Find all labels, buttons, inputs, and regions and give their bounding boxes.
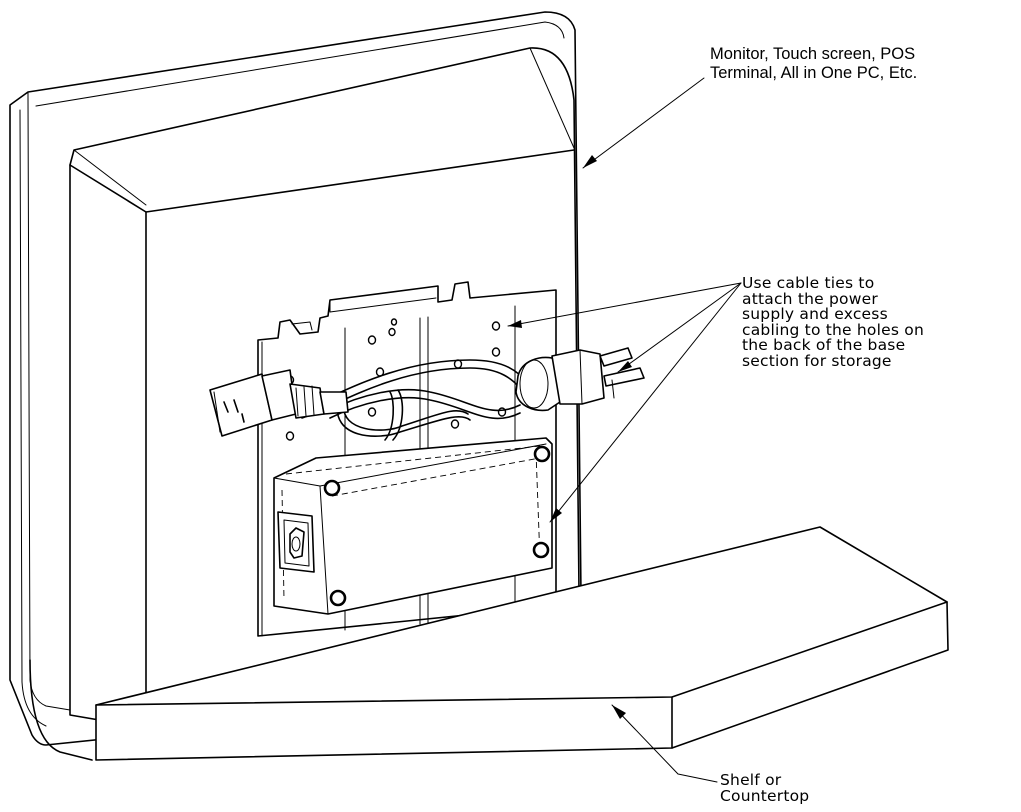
shelf-countertop	[95, 526, 949, 761]
wall-plug	[515, 347, 645, 412]
iec-connector	[209, 369, 349, 437]
cable-ties-callout-label: Use cable ties to attach the power suppl…	[742, 274, 924, 370]
leader-lines	[507, 77, 742, 783]
power-supply-box	[273, 437, 553, 615]
shelf-callout-label: Shelf or Countertop	[720, 771, 810, 805]
monitor-callout-label: Monitor, Touch screen, POS Terminal, All…	[710, 45, 918, 82]
